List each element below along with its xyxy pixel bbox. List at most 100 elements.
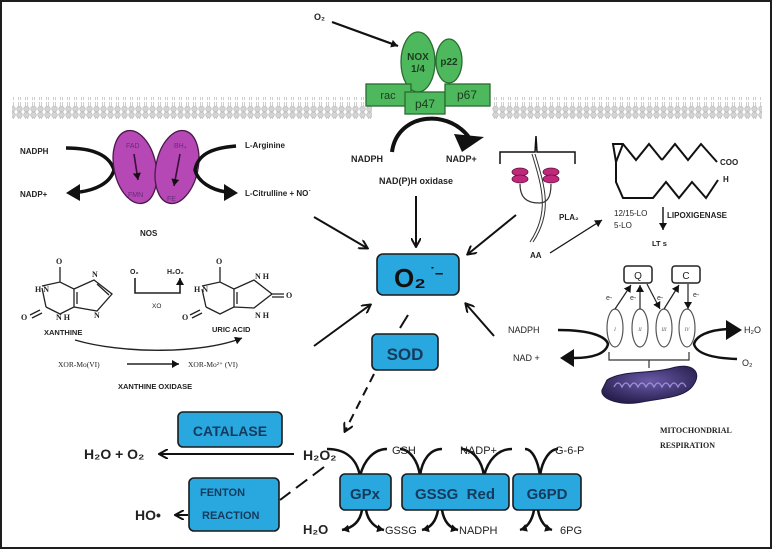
aa-to-lo-arrow xyxy=(549,219,603,254)
arginine-label: L-Arginine xyxy=(245,141,286,150)
o2-to-nox-arrow xyxy=(331,20,399,48)
xo-to-superoxide-arrow xyxy=(313,305,370,347)
xor-mo2-label: XOR-Mo²⁺ (VI) xyxy=(188,360,238,369)
nos-reductase-domain xyxy=(112,129,158,205)
gpx-label: GPx xyxy=(350,486,381,503)
coo-label: COO xyxy=(720,158,738,167)
mito-o2-label: O₂ xyxy=(742,358,753,368)
mito-nad-label: NAD + xyxy=(513,353,540,363)
xo-o2-label: O₂ xyxy=(130,269,139,276)
p22-label: p22 xyxy=(440,57,458,68)
leukotrienes-label: LT s xyxy=(652,239,667,248)
electron-label-3: e- xyxy=(657,295,664,302)
pla2-to-superoxide-arrow xyxy=(468,214,517,254)
mitochondrion-icon xyxy=(601,365,698,404)
uric-acid-label: URIC ACID xyxy=(212,325,251,334)
nox-label: NOX xyxy=(407,52,429,63)
lo-5-label: 5-LO xyxy=(614,221,632,230)
mito-title-line-1: MITOCHONDRIAL xyxy=(660,426,732,435)
uric-o-bottom: O xyxy=(182,313,188,322)
nox-o2-label: O₂ xyxy=(314,12,325,22)
nos-to-superoxide-arrow xyxy=(313,216,367,248)
superoxide-node: O₂ ˙– xyxy=(376,253,460,296)
xanthine-o-top: O xyxy=(56,257,62,266)
complex-i-label: I xyxy=(613,328,616,333)
nox-isoform-label: 1/4 xyxy=(411,64,425,75)
p67-label: p67 xyxy=(457,88,477,102)
g6pd-box xyxy=(512,473,582,511)
xo-h2o2-label: H₂O₂ xyxy=(167,269,184,276)
nos-enzyme: NADPH NADP+ FAD FMN BH₄ FE L-Arginine L-… xyxy=(20,129,311,238)
fenton-label: FENTON xyxy=(200,487,245,499)
reaction-label: REACTION xyxy=(202,510,260,522)
p67-subunit xyxy=(444,83,491,107)
catalase-products-label: H₂O + O₂ xyxy=(84,446,144,462)
catalase-label: CATALASE xyxy=(193,423,267,439)
xanthine-label: XANTHINE xyxy=(44,328,82,337)
lipoxygenase-title: LIPOXIGENASE xyxy=(667,211,728,220)
nos-title: NOS xyxy=(140,229,158,238)
nox-nadph-label: NADPH xyxy=(351,154,383,164)
gssg-reductase-box xyxy=(401,473,510,511)
gpx-water-label: H₂O xyxy=(303,522,328,537)
g6pd-label: G6PD xyxy=(527,486,568,503)
uric-o-right: O xyxy=(286,291,292,300)
fenton-reaction-box xyxy=(188,477,280,532)
xor-mo-vi-label: XOR-Mo(VI) xyxy=(58,360,100,369)
aa-label: AA xyxy=(530,251,542,260)
cytochrome-c-box xyxy=(671,265,701,284)
lo-12-15-label: 12/15-LO xyxy=(614,209,647,218)
ubiquinone-label: Q xyxy=(634,271,642,282)
uric-acid-structure xyxy=(189,267,284,319)
xanthine-n-top: N xyxy=(92,270,98,279)
xanthine-o-bottom: O xyxy=(21,313,27,322)
electron-label-2: e- xyxy=(630,295,637,302)
sod-to-h2o2-arrow xyxy=(345,373,375,431)
cell-membrane-left xyxy=(12,97,372,119)
fenton-pathway: FENTON REACTION HO• xyxy=(135,466,325,532)
nadph-product-label: NADPH xyxy=(459,525,498,537)
catalase-pathway: CATALASE H₂O + O₂ H₂O₂ xyxy=(84,411,336,463)
nos-nadp-label: NADP+ xyxy=(20,190,48,199)
p22-subunit xyxy=(435,38,463,84)
gssg-reductase-label: GSSG Red xyxy=(415,486,495,503)
uric-nh-bottom: N H xyxy=(255,311,270,320)
cytochrome-c-label: C xyxy=(682,271,689,282)
sod-node: SOD xyxy=(371,333,439,371)
mito-to-superoxide-arrow xyxy=(466,304,495,337)
p47-label: p47 xyxy=(415,97,435,111)
mito-h2o-label: H₂O xyxy=(744,325,761,335)
cell-membrane-right xyxy=(492,97,762,119)
nadph-oxidase-complex: O₂ NOX 1/4 p22 rac p47 p67 NADPH NADP+ N… xyxy=(314,12,491,186)
electron-label-1: e- xyxy=(606,295,613,302)
superoxide-radical-sign: ˙– xyxy=(430,265,443,282)
xanthine-nh: N H xyxy=(56,313,71,322)
catalase-box xyxy=(177,411,283,448)
rac-label: rac xyxy=(380,90,396,102)
ubiquinone-box xyxy=(623,265,653,284)
superoxide-to-sod-line xyxy=(399,314,409,329)
mito-nadph-label: NADPH xyxy=(508,325,540,335)
xanthine-hn: H N xyxy=(35,285,49,294)
nos-nadph-label: NADPH xyxy=(20,147,49,156)
complex-iv xyxy=(678,308,696,348)
uric-o-top: O xyxy=(216,257,222,266)
nox-nadp-label: NADP+ xyxy=(446,154,477,164)
6pg-label: 6PG xyxy=(560,525,582,537)
gpx-box xyxy=(339,473,392,511)
nox-reaction-arc xyxy=(390,116,474,153)
fad-label: FAD xyxy=(126,143,140,150)
uric-hn: H N xyxy=(194,285,208,294)
xanthine-oxidase-pathway: O H N N O N H N XANTHINE O₂ H₂O₂ XO O H … xyxy=(21,257,292,391)
xanthine-n-bottom: N xyxy=(94,311,100,320)
h-label: H xyxy=(723,175,729,184)
xo-label: XO xyxy=(152,303,161,310)
g6p-label: G-6-P xyxy=(555,445,584,457)
pla2-label: PLA₂ xyxy=(559,213,579,222)
bh4-label: BH₄ xyxy=(174,143,187,150)
complex-iii-label: III xyxy=(661,328,667,333)
glutathione-cycle: GSH NADP+ G-6-P GPx GSSG Red G6PD H₂O GS… xyxy=(303,445,584,537)
superoxide-label: O₂ xyxy=(394,263,426,293)
